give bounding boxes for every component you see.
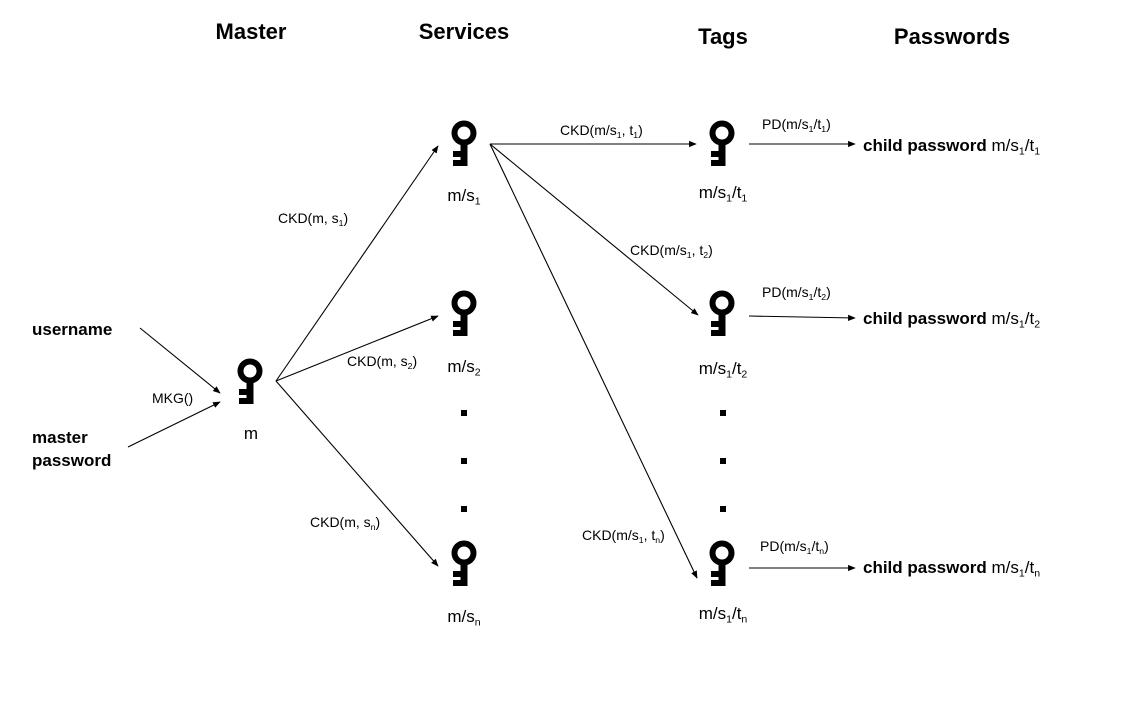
edge-t2-to-password [748, 314, 856, 321]
edge-master-to-sn [275, 380, 439, 567]
header-tags: Tags [698, 24, 748, 49]
node-label-sn: m/sn [447, 607, 481, 629]
password-output-n: child password m/s1/tn [863, 558, 1041, 580]
edge-label-ckd-t1: CKD(m/s1, t1) [560, 122, 643, 141]
password-output-1: child password m/s1/t1 [863, 136, 1041, 158]
node-label-master: m [243, 424, 259, 443]
edge-label-ckd-s1: CKD(m, s1) [278, 210, 349, 229]
edge-label-ckd-s2: CKD(m, s2) [347, 353, 418, 372]
edge-s1-to-t2 [489, 143, 699, 316]
key-icon [451, 540, 477, 586]
header-passwords: Passwords [893, 24, 1011, 49]
password-output-2: child password m/s1/t2 [863, 309, 1041, 331]
ellipsis-dot [720, 410, 726, 416]
edge-username-to-master [139, 327, 221, 394]
edge-label-ckd-t2: CKD(m/s1, t2) [630, 242, 713, 261]
edge-label-pd-n: PD(m/s1/tn) [760, 538, 829, 557]
ellipsis-dot [461, 506, 467, 512]
edge-label-ckd-tn: CKD(m/s1, tn) [582, 527, 665, 546]
ellipsis-dot [720, 506, 726, 512]
edge-password-to-master [127, 401, 221, 448]
key-icon [709, 540, 735, 586]
edge-label-ckd-sn: CKD(m, sn) [310, 514, 381, 533]
edge-label-pd-2: PD(m/s1/t2) [762, 284, 831, 303]
ellipsis-dot [720, 458, 726, 464]
edge-s1-to-tn [489, 143, 698, 579]
edge-label-mkg: MKG() [152, 390, 194, 406]
node-label-s2: m/s2 [447, 357, 481, 379]
key-icon [709, 290, 735, 336]
node-label-t2: m/s1/t2 [698, 359, 748, 381]
node-label-t1: m/s1/t1 [698, 183, 748, 205]
key-icon [451, 290, 477, 336]
edge-master-to-s2 [275, 315, 439, 382]
ellipsis-dot [461, 458, 467, 464]
key-icon [451, 120, 477, 166]
edge-master-to-s1 [275, 145, 439, 382]
header-master: Master [215, 19, 287, 44]
node-label-tn: m/s1/tn [698, 604, 748, 626]
input-master-password-line1: master [32, 428, 88, 447]
input-master-password-line2: password [32, 451, 112, 470]
input-username: username [32, 320, 113, 339]
edge-label-pd-1: PD(m/s1/t1) [762, 116, 831, 135]
key-icon [709, 120, 735, 166]
node-label-s1: m/s1 [447, 186, 481, 208]
ellipsis-dot [461, 410, 467, 416]
header-services: Services [418, 19, 510, 44]
key-icon [237, 358, 263, 404]
